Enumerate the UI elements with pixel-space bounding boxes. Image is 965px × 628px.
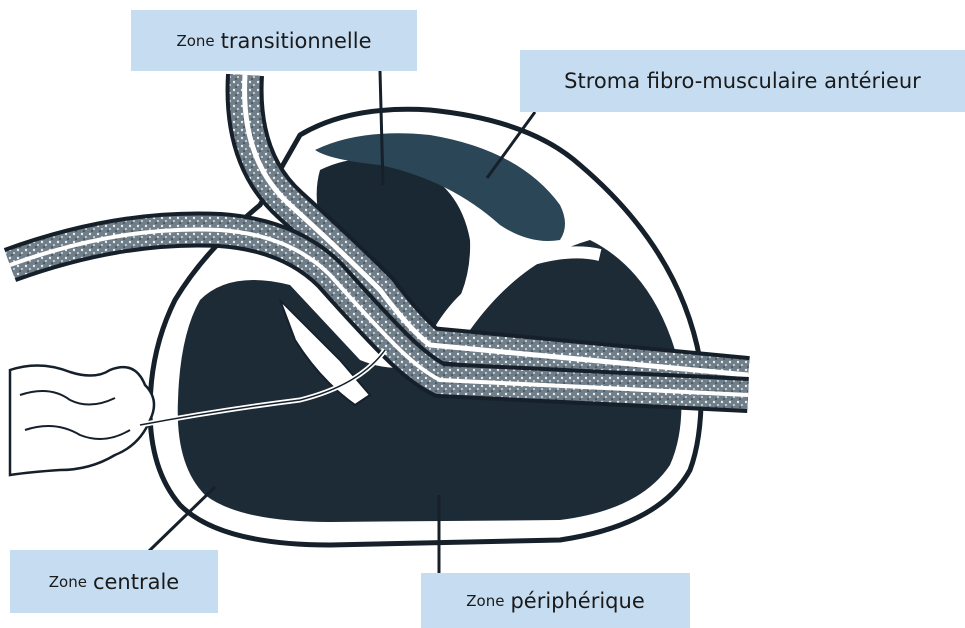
label-stroma-fibro-musculaire: Stroma fibro-musculaire antérieur <box>520 50 965 112</box>
label-prefix: Zone <box>176 32 214 50</box>
label-zone-transitionnelle: Zone transitionnelle <box>131 10 417 71</box>
label-main: périphérique <box>510 589 644 613</box>
label-main: transitionnelle <box>221 29 372 53</box>
label-main: centrale <box>93 570 179 594</box>
label-zone-peripherique: Zone périphérique <box>421 573 690 628</box>
label-prefix: Zone <box>466 592 504 610</box>
seminal-vesicle <box>10 365 154 475</box>
label-zone-centrale: Zone centrale <box>10 550 218 613</box>
label-main: Stroma fibro-musculaire antérieur <box>564 69 921 93</box>
label-prefix: Zone <box>49 573 87 591</box>
